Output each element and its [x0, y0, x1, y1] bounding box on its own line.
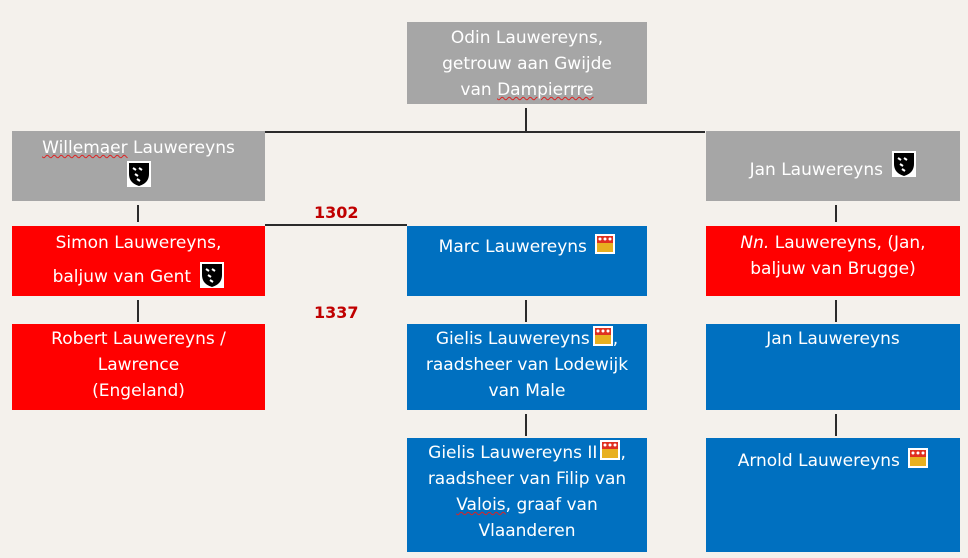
red-gold-arms-icon	[595, 234, 616, 254]
node-nn-rest: Lauwereyns, (Jan,	[769, 233, 926, 253]
connector-1302-horizontal	[265, 224, 407, 226]
connector-top-horizontal	[265, 131, 705, 133]
connector-jan-arnold	[835, 414, 837, 436]
connector-simon-robert	[137, 300, 139, 322]
node-arnold: Arnold Lauwereyns	[706, 438, 960, 552]
node-jan-mid-label: Jan Lauwereyns	[766, 329, 900, 349]
connector-jan-nn	[835, 205, 837, 222]
node-robert-line2: Lawrence	[97, 355, 180, 375]
red-gold-arms-icon	[908, 448, 929, 468]
node-nn-line2: baljuw van Brugge)	[750, 259, 916, 279]
node-willemaer: Willemaer Lauwereyns	[12, 131, 265, 201]
node-odin-line3-name: Dampierrre	[497, 80, 594, 100]
node-marc: Marc Lauwereyns	[407, 226, 647, 296]
node-arnold-label: Arnold Lauwereyns	[737, 451, 900, 471]
year-label-1302: 1302	[314, 203, 359, 222]
connector-gielis1-gielis2	[525, 414, 527, 436]
node-gielis1-line1: Gielis Lauwereyns	[435, 329, 590, 349]
node-jan-top: Jan Lauwereyns	[706, 131, 960, 201]
black-shield-icon	[126, 161, 151, 187]
node-odin: Odin Lauwereyns, getrouw aan Gwijde van …	[407, 22, 647, 104]
node-gielis1-line2: raadsheer van Lodewijk	[425, 355, 629, 375]
node-jan-top-label: Jan Lauwereyns	[749, 160, 883, 180]
node-gielis2-line4: Vlaanderen	[478, 521, 576, 541]
node-simon: Simon Lauwereyns, baljuw van Gent	[12, 226, 265, 296]
node-simon-line1: Simon Lauwereyns,	[55, 233, 222, 253]
node-gielis2-line3-rest: , graaf van	[505, 495, 598, 515]
node-gielis1-line1-tail: ,	[612, 329, 619, 349]
node-jan-mid: Jan Lauwereyns	[706, 324, 960, 410]
node-nn: Nn. Lauwereyns, (Jan, baljuw van Brugge)	[706, 226, 960, 296]
node-odin-line1: Odin Lauwereyns,	[450, 28, 604, 48]
red-gold-arms-icon	[592, 326, 613, 346]
node-gielis1-line3: van Male	[488, 381, 566, 401]
connector-marc-gielis1	[525, 300, 527, 322]
node-robert-line1: Robert Lauwereyns /	[51, 329, 226, 349]
red-gold-arms-icon	[600, 440, 621, 460]
node-gielis2-line3-name: Valois	[456, 495, 506, 515]
node-gielis2-line1: Gielis Lauwereyns II	[428, 443, 598, 463]
node-gielis2-line2: raadsheer van Filip van	[427, 469, 627, 489]
node-marc-label: Marc Lauwereyns	[438, 237, 587, 257]
node-robert: Robert Lauwereyns / Lawrence (Engeland)	[12, 324, 265, 410]
black-shield-icon	[200, 262, 225, 288]
black-shield-icon	[892, 151, 917, 177]
node-odin-line3-pre: van	[460, 80, 498, 100]
connector-willemaer-simon	[137, 205, 139, 222]
connector-odin-down	[525, 108, 527, 132]
node-gielis2: Gielis Lauwereyns II , raadsheer van Fil…	[407, 438, 647, 552]
node-willemaer-last: Lauwereyns	[127, 138, 235, 158]
node-nn-italic: Nn.	[740, 233, 770, 253]
node-robert-line3: (Engeland)	[92, 381, 185, 401]
node-gielis2-line1-tail: ,	[620, 443, 626, 463]
node-gielis1: Gielis Lauwereyns , raadsheer van Lodewi…	[407, 324, 647, 410]
node-odin-line2: getrouw aan Gwijde	[442, 54, 612, 74]
node-willemaer-first: Willemaer	[42, 138, 128, 158]
year-label-1337: 1337	[314, 303, 359, 322]
node-simon-line2: baljuw van Gent	[52, 267, 192, 287]
connector-nn-jan	[835, 300, 837, 322]
